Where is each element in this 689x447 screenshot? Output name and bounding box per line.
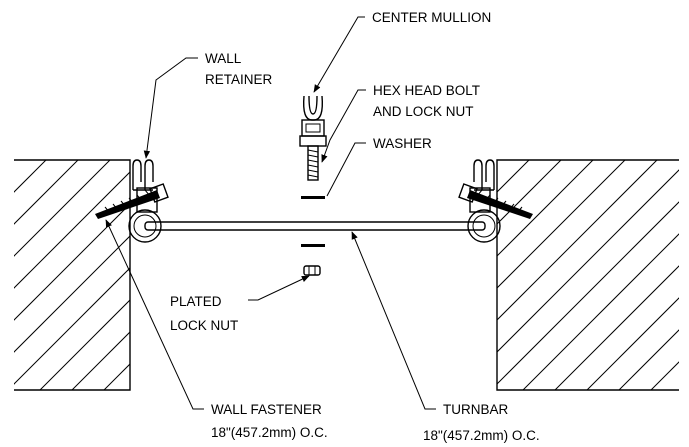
hex-head-bolt	[299, 135, 327, 181]
hatch-line	[71, 331, 130, 390]
leader-lines	[105, 16, 436, 410]
hatch-line	[497, 169, 679, 353]
left-wall	[14, 159, 558, 391]
hatch-line	[497, 160, 498, 161]
hatch-line	[103, 363, 130, 390]
lower-washer	[301, 244, 325, 247]
label-hex-bolt-line1: HEX HEAD BOLT	[373, 83, 480, 98]
label-hex-bolt-line2: AND LOCK NUT	[373, 104, 474, 119]
hatch-line	[497, 160, 562, 225]
left-wall-retainer	[128, 159, 162, 243]
hatch-line	[14, 267, 130, 385]
label-wall-retainer-line1: WALL	[205, 51, 242, 66]
hatch-line	[14, 160, 111, 257]
hatch-line	[522, 233, 679, 390]
hatch-line	[497, 160, 594, 257]
hatch-line	[683, 160, 689, 390]
hatch-line	[136, 160, 366, 390]
hatch-line	[14, 171, 130, 289]
right-wall	[496, 159, 689, 391]
label-wall-fastener-line2: 18"(457.2mm) O.C.	[211, 425, 328, 440]
hatch-line	[497, 160, 530, 193]
hatch-line	[554, 265, 679, 390]
label-plated-nut-line2: LOCK NUT	[170, 318, 238, 333]
hatch-line	[14, 160, 79, 225]
hatch-line	[14, 160, 15, 161]
hatch-line	[168, 160, 398, 390]
hatch-line	[232, 160, 462, 390]
hatch-line	[296, 160, 526, 390]
label-center-mullion: CENTER MULLION	[372, 10, 491, 25]
right-wall-fastener	[458, 183, 533, 219]
left-wall-fastener	[95, 183, 169, 219]
hatch-line	[14, 203, 130, 321]
hatch-line	[39, 299, 130, 390]
label-turnbar-line2: 18"(457.2mm) O.C.	[423, 428, 540, 443]
label-wall-retainer-line2: RETAINER	[205, 72, 273, 87]
hatch-line	[14, 235, 130, 353]
label-washer: WASHER	[373, 136, 432, 151]
plated-lock-nut	[303, 265, 321, 276]
hatch-line	[497, 160, 658, 321]
label-turnbar-line1: TURNBAR	[443, 402, 509, 417]
center-mullion	[301, 95, 325, 137]
washer	[301, 196, 325, 199]
turnbar	[144, 221, 486, 231]
hatch-line	[14, 160, 47, 193]
hatch-line	[586, 297, 679, 390]
hatch-line	[618, 329, 679, 390]
hatch-line	[497, 201, 679, 385]
label-plated-nut-line1: PLATED	[170, 294, 222, 309]
label-wall-fastener-line1: WALL FASTENER	[211, 402, 322, 417]
hatch-line	[328, 160, 558, 390]
hatch-line	[497, 160, 626, 289]
